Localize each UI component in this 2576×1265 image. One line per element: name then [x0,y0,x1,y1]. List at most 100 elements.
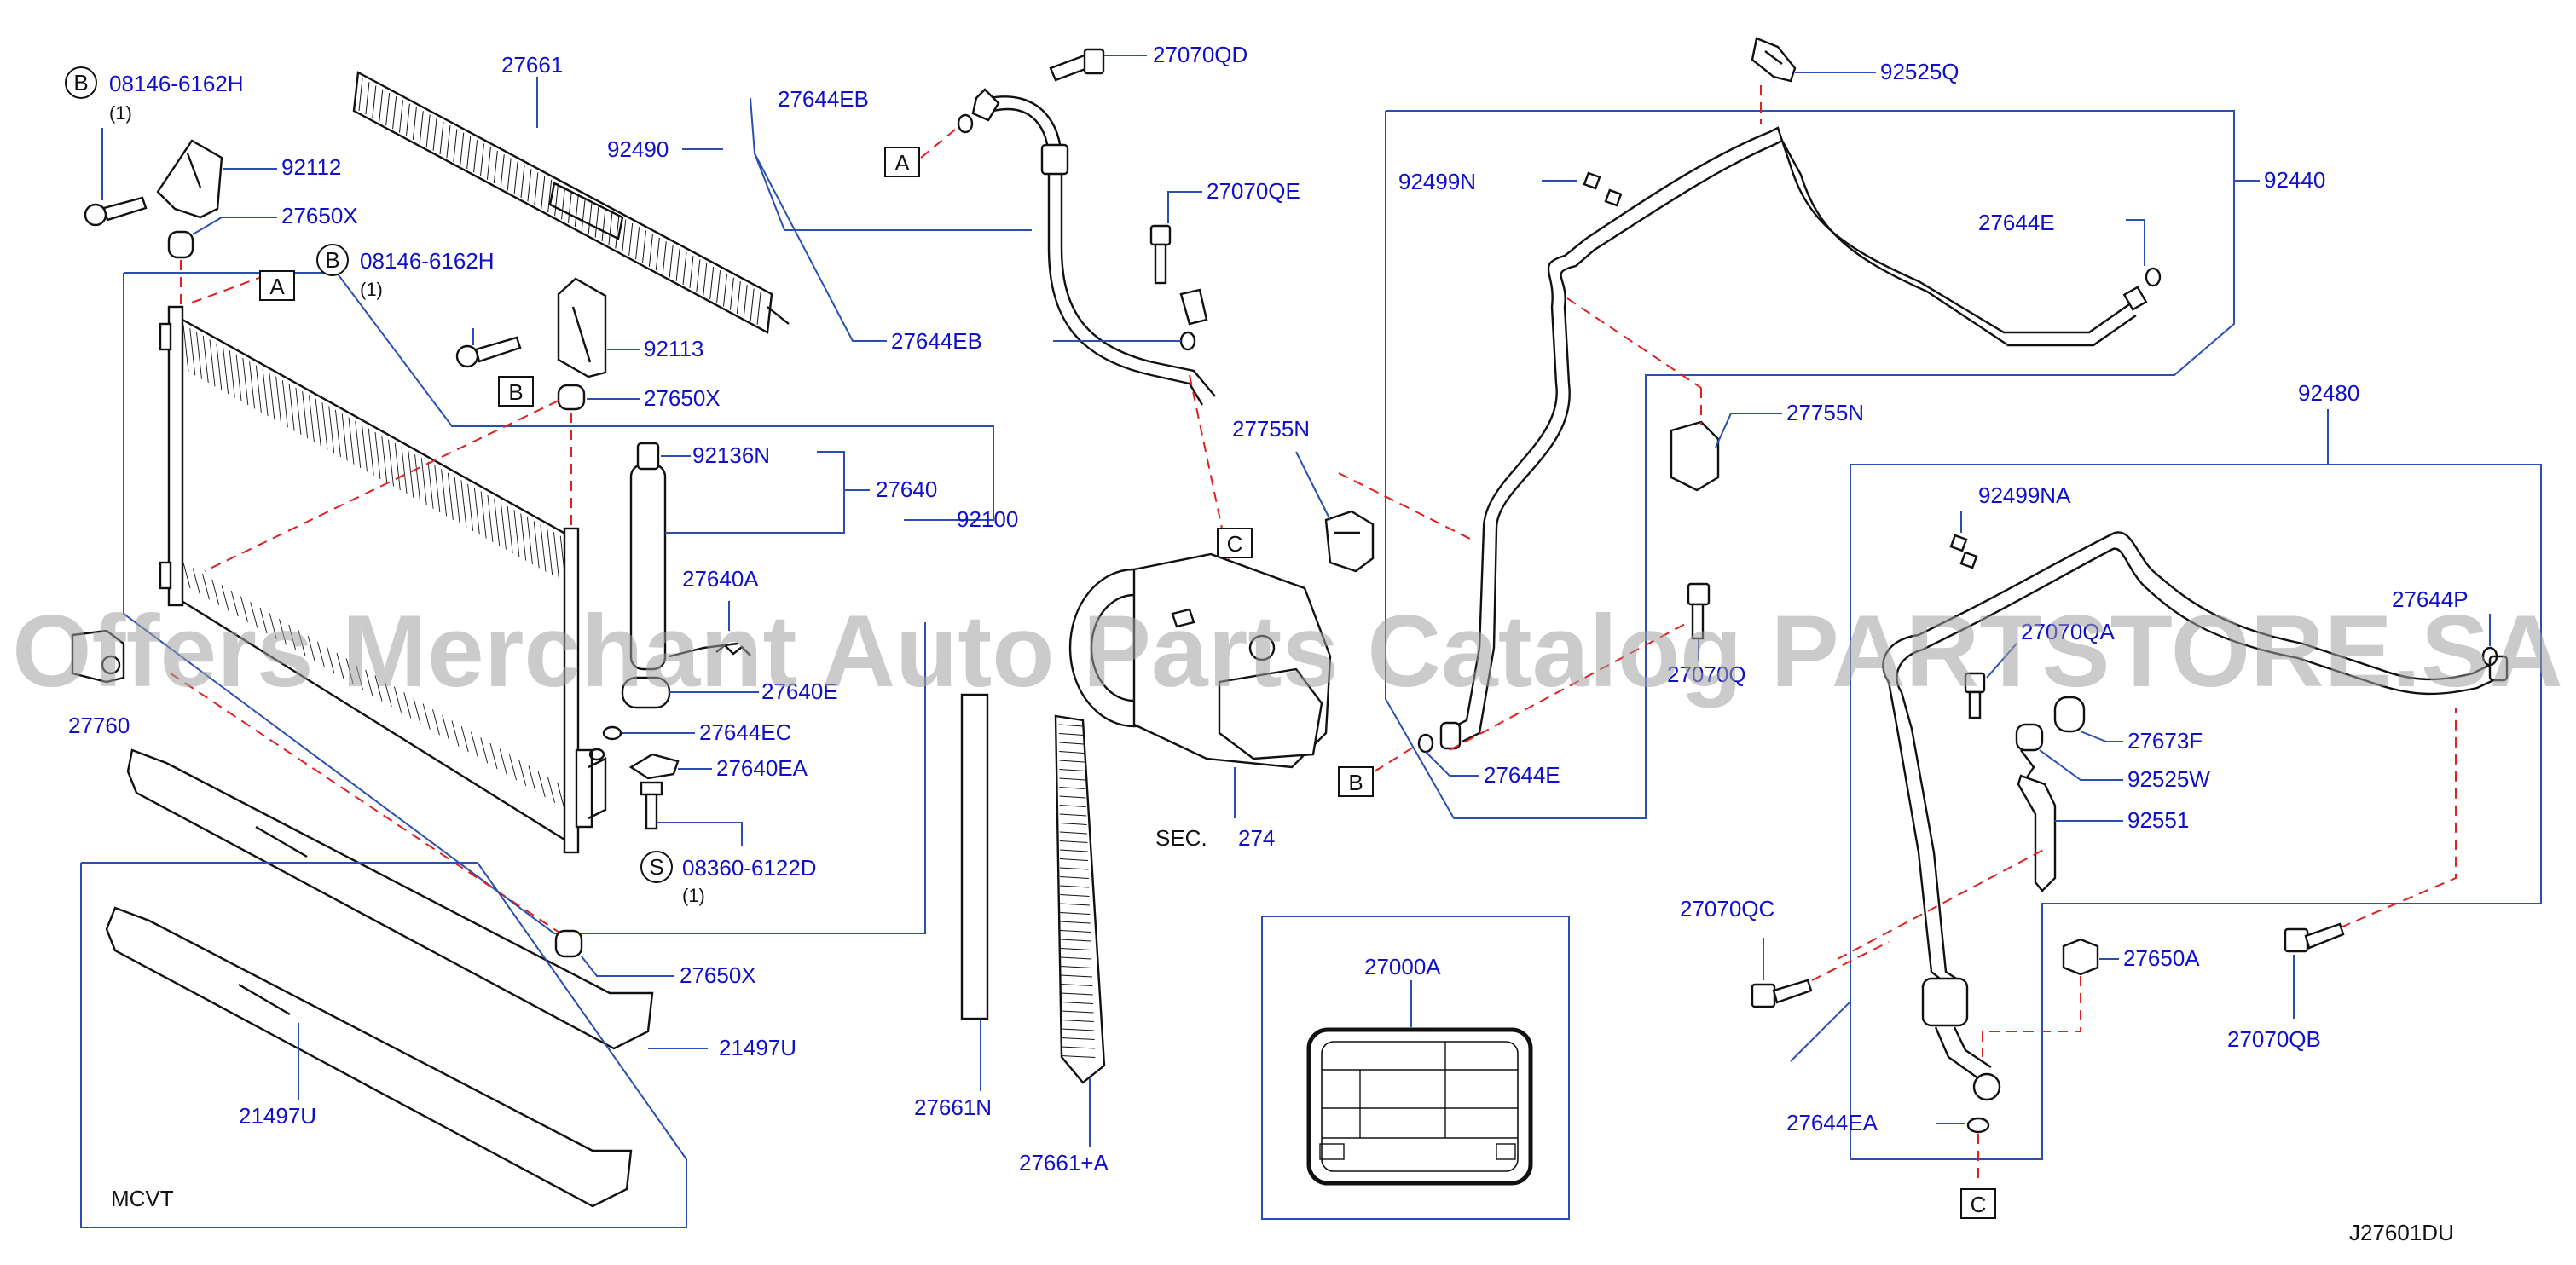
ac-compressor [1068,552,1332,769]
mcvt-label: MCVT [111,1186,174,1211]
label-92499NA[interactable]: 92499NA [1978,482,2071,508]
label-27755N-right[interactable]: 27755N [1786,400,1864,425]
qty-08146-top: (1) [109,102,132,124]
svg-text:(1): (1) [682,885,705,906]
label-27070Q[interactable]: 27070Q [1667,661,1746,687]
air-guide-21497U-lower [105,906,633,1208]
bolt-27070QA [1964,672,1986,719]
drawing-id: J27601DU [2349,1220,2454,1245]
label-27650X-top[interactable]: 27650X [281,203,358,228]
label-92490[interactable]: 92490 [607,136,669,162]
label-92112[interactable]: 92112 [281,154,341,180]
ref-box-a-hose: A [884,147,920,177]
watermark: Offers Merchant Auto Parts Catalog PARTS… [12,594,2563,708]
clip-27755N-left [1324,510,1375,573]
section-number-link[interactable]: 274 [1238,825,1275,851]
ref-box-a-condenser: A [259,270,295,301]
label-27070QE[interactable]: 27070QE [1207,178,1300,204]
svg-text:C: C [1227,531,1243,557]
svg-text:S: S [649,854,663,880]
label-92136N[interactable]: 92136N [692,442,770,468]
label-27640A[interactable]: 27640A [682,566,759,592]
mount-rubber-27650X-top [167,230,194,259]
label-27070QB[interactable]: 27070QB [2227,1026,2321,1052]
label-08146-6162H-top[interactable]: 08146-6162H [109,71,244,96]
label-27644E-bottom[interactable]: 27644E [1484,762,1560,788]
label-27640E[interactable]: 27640E [761,679,838,704]
label-92525W[interactable]: 92525W [2127,766,2210,792]
caution-label-27000A [1306,1027,1533,1186]
label-27644EA[interactable]: 27644EA [1786,1110,1878,1135]
label-27070QC[interactable]: 27070QC [1680,896,1774,921]
o-ring-27644EB-bottom [1179,331,1196,351]
condenser-core [159,305,607,854]
ref-box-b-pipe: B [1338,766,1374,797]
svg-text:A: A [894,150,910,176]
frame-92480 [1850,464,2542,1160]
label-21497U-bottom[interactable]: 21497U [239,1103,316,1129]
label-27661[interactable]: 27661 [501,52,563,78]
mcvt-frame [80,862,687,1228]
label-92440[interactable]: 92440 [2264,167,2325,193]
svg-text:(1): (1) [360,279,383,300]
label-27640EA[interactable]: 27640EA [716,755,808,781]
label-27000A[interactable]: 27000A [1364,954,1441,979]
label-27673F[interactable]: 27673F [2127,728,2203,754]
label-27644EB-bottom[interactable]: 27644EB [891,328,982,354]
callout-s-08360: S 08360-6122D (1) [640,851,817,906]
label-92113[interactable]: 92113 [644,336,703,361]
label-27070QD[interactable]: 27070QD [1153,42,1247,67]
bracket-92551 [2017,774,2057,892]
label-27644EB-top[interactable]: 27644EB [778,86,869,112]
label-92499N[interactable]: 92499N [1398,169,1476,194]
label-08360-6122D[interactable]: 08360-6122D [682,855,817,881]
label-92480[interactable]: 92480 [2298,380,2359,406]
label-27755N-left[interactable]: 27755N [1232,416,1310,442]
ref-box-c-pipe: C [1960,1188,1996,1219]
ref-box-c-compressor: C [1217,528,1253,558]
clip-92525Q [1751,37,1797,83]
bushing-27673F [2053,696,2086,733]
label-27650X-bottom[interactable]: 27650X [680,962,756,988]
air-guide-27661 [352,71,790,334]
label-92551[interactable]: 92551 [2127,807,2189,833]
o-ring-27644E-bottom [1417,733,1434,754]
bolt-27070QC [1751,979,1813,1008]
o-ring-27644EA [1966,1117,1990,1134]
label-92100[interactable]: 92100 [957,506,1018,532]
bolt-27070Q [1687,582,1711,640]
label-27640[interactable]: 27640 [876,477,937,502]
label-27661A[interactable]: 27661+A [1019,1150,1109,1175]
pressure-sensor-27760 [71,629,125,684]
label-27070QA[interactable]: 27070QA [2021,619,2116,644]
label-27661N[interactable]: 27661N [914,1095,992,1120]
pipe-92440 [1439,126,2148,750]
pipe-92480 [1882,531,2509,1101]
seal-strip-27661N [960,693,989,1020]
mount-27650A [2062,938,2099,976]
label-27760[interactable]: 27760 [68,713,130,738]
label-27644P[interactable]: 27644P [2392,586,2469,612]
o-ring-27644EB-top [957,113,974,134]
section-prefix: SEC. [1155,825,1207,851]
label-27650X-mid[interactable]: 27650X [644,385,721,411]
label-27644E-top[interactable]: 27644E [1978,210,2055,235]
svg-text:B: B [325,247,339,273]
label-08146-6162H-mid[interactable]: 08146-6162H [360,248,495,274]
bolt-08360-6122D [640,781,663,830]
label-27644EC[interactable]: 27644EC [699,719,791,745]
mount-rubber-27650X-bottom [554,929,583,958]
clip-92525W [2015,723,2044,781]
ref-box-b-condenser: B [498,376,534,407]
svg-text:B: B [1348,770,1363,795]
o-ring-27644E-top [2145,267,2162,287]
cap-92499N [1583,171,1623,207]
label-27650A[interactable]: 27650A [2123,945,2200,971]
callout-b-08146-top: B 08146-6162H (1) [65,66,244,124]
frame-92440 [1385,110,2235,819]
ref-letter-b: B [73,70,88,95]
receiver-drier-27640 [621,442,751,709]
label-21497U-right[interactable]: 21497U [719,1035,796,1060]
label-92525Q[interactable]: 92525Q [1880,59,1959,84]
